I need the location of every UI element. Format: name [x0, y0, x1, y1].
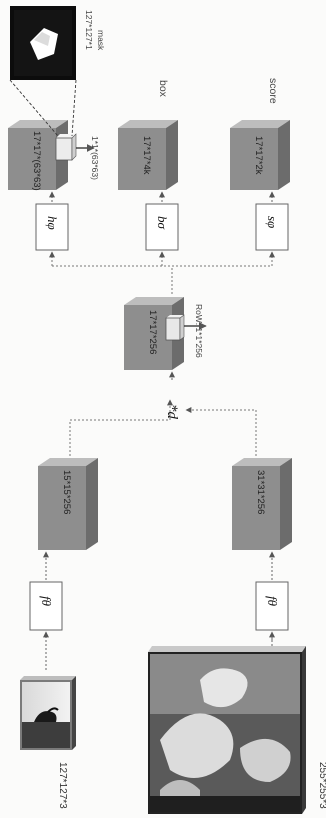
score-head-label: score: [267, 78, 279, 104]
score-branch-label: 17*17*2k: [253, 136, 264, 175]
box-branch-cube: 17*17*4k: [118, 120, 178, 190]
mask-head: hφ: [36, 204, 68, 250]
search-image: [148, 646, 306, 814]
exemplar-size-label: 127*127*3: [57, 762, 68, 809]
exemplar-feature-label: 15*15*256: [61, 470, 72, 514]
mask-vector-annotation: 1*1*(63*63): [90, 136, 100, 180]
search-feature-label: 31*31*256: [255, 470, 266, 514]
response-cube: 17*17*256: [124, 297, 184, 370]
search-size-label: 255*255*3: [317, 762, 326, 809]
h-phi-label: hφ: [45, 216, 60, 230]
f-theta-exemplar-label: fθ: [39, 596, 54, 607]
mask-branch-label: 17*17*(63*63): [31, 131, 42, 191]
box-head-label: box: [157, 80, 169, 98]
exemplar-feature-cube: 15*15*256: [38, 458, 98, 550]
mask-word-label: mask: [96, 30, 106, 51]
score-head: sφ: [256, 204, 288, 250]
mask-output-image: [10, 6, 76, 80]
row-annotation: RoW: 1*1*256: [194, 304, 204, 358]
b-sigma-label: bσ: [155, 216, 170, 230]
search-feature-cube: 31*31*256: [232, 458, 292, 550]
box-branch-label: 17*17*4k: [141, 136, 152, 175]
box-head: bσ: [146, 204, 178, 250]
f-theta-search-label: fθ: [265, 596, 280, 607]
response-label: 17*17*256: [147, 310, 158, 354]
mask-branch-cube: 17*17*(63*63): [8, 120, 76, 191]
s-phi-label: sφ: [265, 216, 280, 228]
exemplar-backbone: fθ: [30, 582, 62, 630]
mask-size-label: 127*127*1: [84, 10, 94, 50]
exemplar-image: [20, 676, 76, 750]
search-backbone: fθ: [256, 582, 288, 630]
score-branch-cube: 17*17*2k: [230, 120, 290, 190]
depthwise-correlation-operator: *d: [164, 404, 180, 420]
